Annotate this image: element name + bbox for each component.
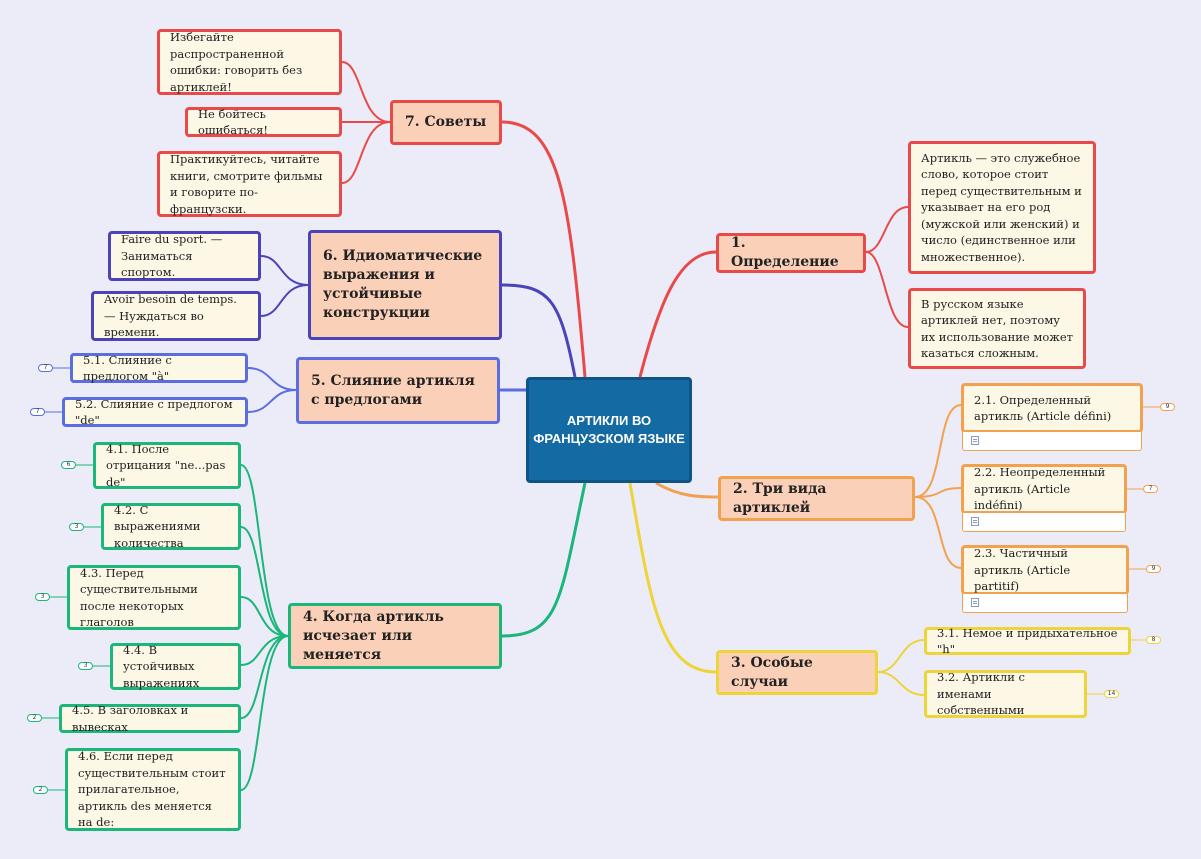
link-center-t3: [628, 482, 717, 674]
link-t5-l5a: [247, 367, 297, 391]
link-t6-l6a: [260, 255, 309, 286]
note-bar-indefinite: [962, 513, 1126, 532]
topic-three-articles-title: 2. Три вида артиклей: [733, 480, 827, 516]
link-t4-l4a: [240, 464, 289, 637]
topic-tips[interactable]: 7. Советы: [390, 100, 502, 145]
link-t1-l1a: [865, 206, 909, 253]
count-badge-negation[interactable]: 6: [61, 461, 76, 469]
leaf-idiom-time[interactable]: Avoir besoin de temps. — Нуждаться во вр…: [91, 291, 261, 341]
leaf-partitive-article[interactable]: 2.3. Частичный артикль (Article partitif…: [961, 545, 1129, 595]
leaf-indefinite-article[interactable]: 2.2. Неопределенный артикль (Article ind…: [961, 464, 1127, 514]
topic-three-articles[interactable]: 2. Три вида артиклей: [718, 476, 915, 521]
link-center-t1: [638, 250, 717, 378]
leaf-headlines[interactable]: 4.5. В заголовках и вывесках: [59, 703, 241, 734]
link-t6-l6b: [260, 284, 309, 317]
note-icon[interactable]: [971, 436, 979, 445]
leaf-proper-names[interactable]: 3.2. Артикли с именами собственными: [924, 670, 1087, 718]
link-t4-l4f: [240, 635, 289, 791]
leaf-definition-main[interactable]: Артикль — это служебное слово, которое с…: [908, 141, 1096, 274]
topic-tips-title: 7. Советы: [405, 114, 487, 130]
count-badge-indefinite[interactable]: 7: [1143, 485, 1158, 493]
link-t4-l4c: [240, 596, 289, 637]
leaf-definition-russian[interactable]: В русском языке артиклей нет, поэтому их…: [908, 288, 1086, 369]
count-badge-mute-h[interactable]: 8: [1146, 636, 1161, 644]
note-bar-partitive: [962, 594, 1128, 613]
leaf-tip-avoid-mistake[interactable]: Избегайте распространенной ошибки: говор…: [157, 29, 342, 95]
link-t7-l7c: [341, 121, 391, 184]
topic-definition[interactable]: 1. Определение: [716, 233, 866, 273]
link-t2-l2c: [914, 496, 962, 569]
leaf-tip-practice[interactable]: Практикуйтесь, читайте книги, смотрите ф…: [157, 151, 342, 217]
topic-article-disappears-title: 4. Когда артикль исчезает или меняется: [303, 608, 444, 663]
topic-contraction[interactable]: 5. Слияние артикля с предлогами: [296, 357, 500, 424]
topic-contraction-title: 5. Слияние артикля с предлогами: [311, 372, 475, 408]
count-badge-definite[interactable]: 9: [1160, 403, 1175, 411]
leaf-idiom-sport[interactable]: Faire du sport. — Заниматься спортом.: [108, 231, 261, 281]
count-badge-contraction-de[interactable]: 7: [30, 408, 45, 416]
note-icon[interactable]: [971, 517, 979, 526]
topic-idioms[interactable]: 6. Идиоматические выражения и устойчивые…: [308, 230, 502, 340]
topic-special-cases-title: 3. Особые случаи: [731, 654, 813, 690]
link-t7-l7a: [341, 61, 391, 123]
count-badge-contraction-a[interactable]: 7: [38, 364, 53, 372]
leaf-contraction-a[interactable]: 5.1. Слияние с предлогом "à": [70, 353, 248, 383]
leaf-negation[interactable]: 4.1. После отрицания "ne...pas de": [93, 442, 241, 489]
topic-article-disappears[interactable]: 4. Когда артикль исчезает или меняется: [288, 603, 502, 669]
leaf-mute-h[interactable]: 3.1. Немое и придыхательное "h": [924, 626, 1131, 656]
leaf-quantity[interactable]: 4.2. С выражениями количества: [101, 503, 241, 550]
leaf-set-expressions[interactable]: 4.4. В устойчивых выражениях: [110, 643, 241, 690]
link-center-t6: [501, 283, 577, 378]
link-t2-l2a: [914, 404, 962, 498]
link-t1-l1b: [865, 251, 909, 328]
link-center-t7: [501, 120, 587, 378]
link-t3-l3a: [877, 639, 925, 673]
link-t3-l3b: [877, 671, 925, 696]
note-icon[interactable]: [971, 598, 979, 607]
leaf-contraction-de[interactable]: 5.2. Слияние с предлогом "de": [62, 397, 248, 427]
count-badge-quantity[interactable]: 3: [69, 523, 84, 531]
topic-definition-title: 1. Определение: [731, 235, 839, 270]
link-center-t2: [655, 481, 719, 499]
count-badge-after-verbs[interactable]: 3: [35, 593, 50, 601]
leaf-definite-article[interactable]: 2.1. Определенный артикль (Article défin…: [961, 383, 1143, 433]
leaf-tip-dont-fear[interactable]: Не бойтесь ошибаться!: [185, 107, 342, 137]
link-center-t4: [501, 482, 587, 638]
link-t4-l4b: [240, 526, 289, 637]
count-badge-headlines[interactable]: 2: [27, 714, 42, 722]
leaf-after-verbs[interactable]: 4.3. Перед существительными после некото…: [67, 565, 241, 630]
link-t4-l4e: [240, 635, 289, 719]
topic-special-cases[interactable]: 3. Особые случаи: [716, 650, 878, 695]
central-topic-title: АРТИКЛИ ВО ФРАНЦУЗСКОМ ЯЗЫКЕ: [533, 413, 685, 446]
note-bar-definite: [962, 432, 1142, 451]
link-t2-l2b: [914, 487, 962, 498]
leaf-adjective-before-noun[interactable]: 4.6. Если перед существительным стоит пр…: [65, 748, 241, 831]
count-badge-set-expressions[interactable]: 3: [78, 662, 93, 670]
count-badge-partitive[interactable]: 9: [1146, 565, 1161, 573]
count-badge-proper-names[interactable]: 14: [1104, 690, 1119, 698]
central-topic[interactable]: АРТИКЛИ ВО ФРАНЦУЗСКОМ ЯЗЫКЕ: [526, 377, 692, 483]
topic-idioms-title: 6. Идиоматические выражения и устойчивые…: [323, 248, 483, 321]
count-badge-adjective[interactable]: 2: [33, 786, 48, 794]
link-t5-l5b: [247, 389, 297, 413]
